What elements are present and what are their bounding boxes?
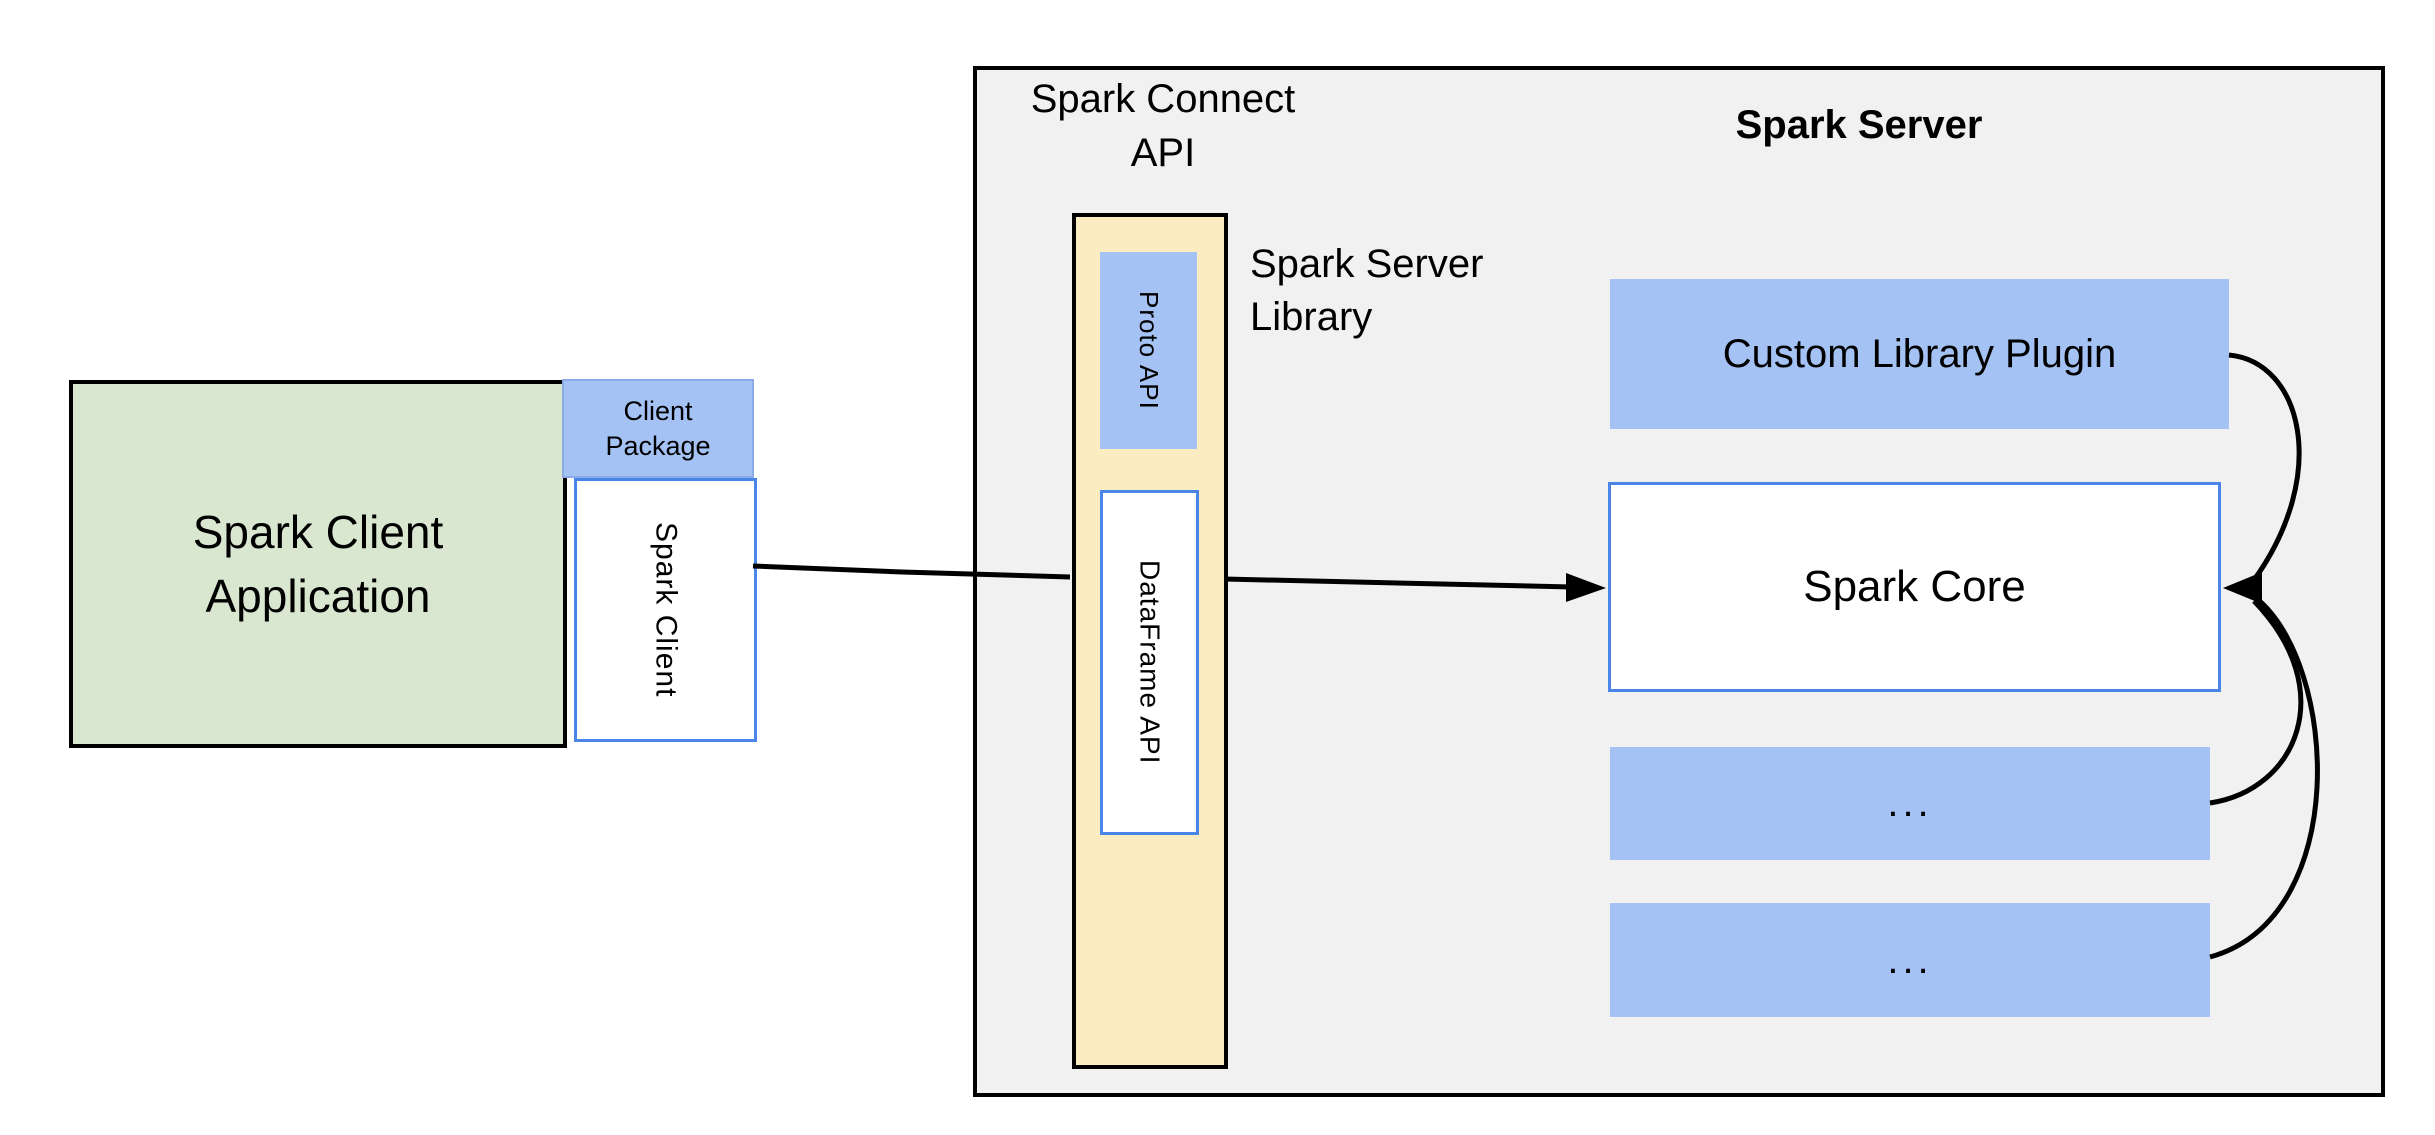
spark-server-title: Spark Server (1735, 103, 1983, 147)
spark-connect-api-title-line1: Spark Connect (1030, 77, 1296, 121)
spark-client-box: Spark Client (574, 478, 757, 742)
client-package-line1: Client (623, 395, 693, 426)
dataframe-api-label: DataFrame API (1134, 560, 1166, 765)
spark-core-box: Spark Core (1608, 482, 2221, 692)
spark-server-library-line1: Spark Server (1250, 242, 1484, 286)
client-package-label: Client Package (605, 394, 710, 464)
client-package-box: Client Package (562, 379, 754, 478)
spark-core-label: Spark Core (1803, 562, 2026, 611)
proto-api-box: Proto API (1100, 252, 1197, 449)
spark-server-library-label: Spark Server Library (1250, 238, 1580, 344)
spark-connect-api-title-line2: API (1130, 131, 1196, 175)
custom-library-plugin-box: Custom Library Plugin (1610, 279, 2229, 429)
plugin-slot-1-label: ... (1887, 781, 1933, 825)
spark-client-application-line1: Spark Client (192, 506, 444, 558)
dataframe-api-box: DataFrame API (1100, 490, 1199, 835)
spark-client-application-line2: Application (205, 570, 431, 622)
plugin-slot-1-box: ... (1610, 747, 2210, 860)
spark-connect-api-title: Spark Connect API (988, 72, 1338, 180)
spark-client-application-box: Spark Client Application (69, 380, 567, 748)
client-package-line2: Package (605, 430, 711, 461)
proto-api-label: Proto API (1134, 291, 1164, 410)
spark-client-application-label: Spark Client Application (193, 500, 444, 628)
spark-server-library-line2: Library (1250, 295, 1373, 339)
plugin-slot-2-label: ... (1887, 937, 1933, 982)
custom-library-plugin-label: Custom Library Plugin (1722, 331, 2117, 376)
plugin-slot-2-box: ... (1610, 903, 2210, 1017)
spark-client-label: Spark Client (649, 522, 683, 698)
